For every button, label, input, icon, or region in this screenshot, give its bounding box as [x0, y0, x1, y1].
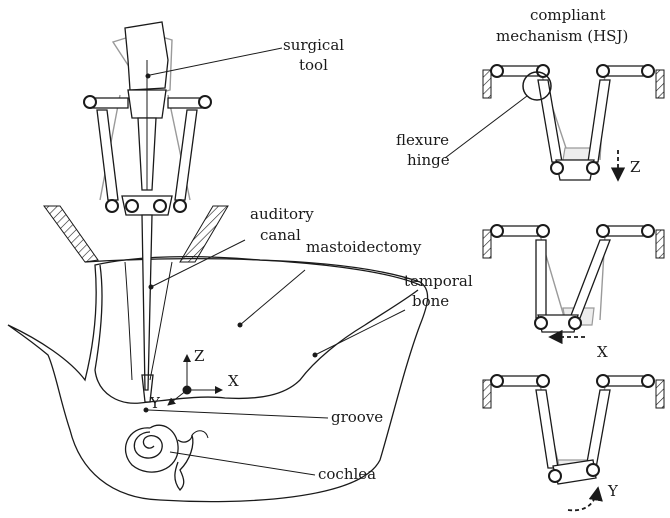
mech-main-joint-lt — [84, 96, 96, 108]
hsj-panel-x: X — [483, 225, 664, 361]
label-temporal-1: temporal — [404, 272, 473, 290]
axis-z-label: Z — [194, 347, 204, 365]
motion-y-arrow — [568, 488, 598, 510]
label-compliant-1: compliant — [530, 6, 605, 24]
hsj-panel-y: Y — [483, 375, 664, 510]
canal-support-left — [44, 206, 98, 262]
label-surgical-2: tool — [299, 56, 328, 74]
label-auditory-1: auditory — [250, 205, 314, 223]
ground-left — [483, 70, 491, 98]
label-flexure-1: flexure — [396, 131, 449, 149]
label-flexure-2: hinge — [407, 151, 450, 169]
ground-right — [656, 70, 664, 98]
tool-needle — [142, 215, 152, 390]
axis-y-label: Y — [149, 394, 161, 412]
panel-x-label: X — [597, 343, 608, 361]
main-coordinate-frame: Z X Y — [149, 347, 239, 412]
mastoidectomy-surface — [85, 259, 420, 285]
panel-y-label: Y — [607, 482, 619, 500]
label-mastoidectomy: mastoidectomy — [306, 238, 422, 256]
axis-x-label: X — [228, 372, 239, 390]
mech-main-joint-rt — [199, 96, 211, 108]
leader-temporal-bone — [315, 310, 405, 355]
main-illustration: Z X Y surgical tool auditory canal masto… — [8, 22, 473, 502]
mech-main-joint-pl — [126, 200, 138, 212]
mech-main-joint-rb — [174, 200, 186, 212]
leader-flexure-hinge — [445, 96, 527, 158]
groove-point — [144, 408, 149, 413]
canal-support-right — [180, 206, 228, 262]
mech-main-right-leg — [175, 110, 197, 200]
label-groove: groove — [331, 408, 383, 426]
label-temporal-2: bone — [412, 292, 449, 310]
leader-surgical-tool — [150, 48, 282, 75]
canal-wall-left — [125, 262, 132, 380]
mech-main-joint-pr — [154, 200, 166, 212]
panel-z-label: Z — [630, 158, 640, 176]
leader-groove — [148, 410, 328, 418]
label-compliant-2: mechanism (HSJ) — [496, 27, 628, 45]
label-surgical-1: surgical — [283, 36, 344, 54]
leader-cochlea — [170, 452, 315, 475]
hsj-panel-z: flexure hinge Z — [396, 65, 664, 180]
tool-dot — [146, 74, 151, 79]
canal-wall-right — [150, 262, 172, 380]
label-cochlea: cochlea — [318, 465, 376, 483]
mech-main-joint-lb — [106, 200, 118, 212]
cochlea-shape — [126, 425, 208, 490]
label-auditory-2: canal — [260, 226, 301, 244]
leader-mastoidectomy — [240, 270, 305, 325]
